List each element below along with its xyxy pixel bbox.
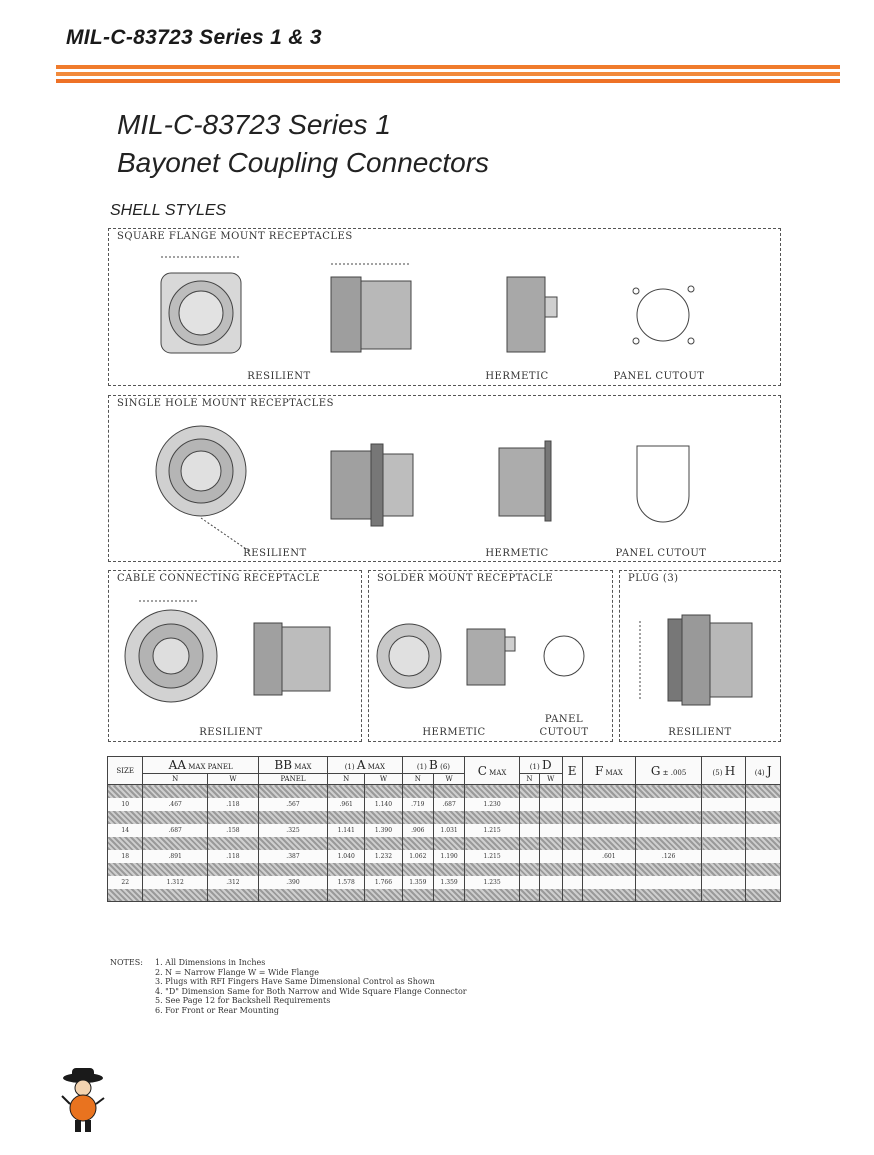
panel-single-hole: SINGLE HOLE MOUNT RECEPTACLES RESILIENT … [108, 395, 781, 562]
col-d: (1) D [518, 756, 563, 774]
col-g: G ± .005 [634, 756, 703, 785]
table-row-shaded [106, 888, 781, 902]
sub-w: W [432, 773, 466, 785]
panel-solder-mount: SOLDER MOUNT RECEPTACLE HERMETIC PANEL C… [368, 570, 613, 742]
caption-hermetic: HERMETIC [485, 548, 549, 559]
note-item: 4. "D" Dimension Same for Both Narrow an… [155, 986, 467, 996]
panel-cable-connecting: CABLE CONNECTING RECEPTACLE RESILIENT [108, 570, 362, 742]
col-b: (1) B (6) [401, 756, 466, 774]
caption-panel-cutout: PANEL CUTOUT [613, 371, 705, 382]
caption-resilient: RESILIENT [243, 548, 307, 559]
col-bb: BB MAX [257, 756, 329, 774]
running-title: MIL-C-83723 Series 1 & 3 [66, 26, 322, 49]
note-item: 3. Plugs with RFI Fingers Have Same Dime… [155, 977, 435, 986]
panel-plug: PLUG (3) RESILIENT [619, 570, 781, 742]
caption-hermetic: HERMETIC [485, 371, 549, 382]
note-item: 5. See Page 12 for Backshell Requirement… [155, 996, 331, 1005]
orange-header-stripes [56, 65, 840, 83]
panel-label: SOLDER MOUNT RECEPTACLE [377, 573, 554, 584]
sub-w: W [206, 773, 259, 785]
note-item: 6. For Front or Rear Mounting [155, 1005, 280, 1015]
panel-label: CABLE CONNECTING RECEPTACLE [117, 573, 321, 584]
section-heading: SHELL STYLES [110, 202, 227, 219]
col-a: (1) A MAX [327, 756, 403, 774]
panel-square-flange: SQUARE FLANGE MOUNT RECEPTACLES RESILIEN… [108, 228, 781, 386]
plug-drawings [639, 614, 753, 706]
caption-hermetic: HERMETIC [422, 727, 486, 738]
panel-label: PLUG (3) [628, 573, 679, 584]
col-f: F MAX [581, 756, 636, 785]
cable-connecting-drawings [124, 600, 331, 703]
panel-label: SQUARE FLANGE MOUNT RECEPTACLES [117, 231, 353, 242]
sub-w: W [538, 773, 563, 785]
note-item: 2. N = Narrow Flange W = Wide Flange [155, 967, 319, 977]
col-c: C MAX [464, 756, 520, 785]
sub-n: N [142, 773, 208, 785]
note-item: 1. All Dimensions in Inches [155, 958, 266, 967]
table-row-shaded [106, 810, 781, 824]
col-size: SIZE [106, 756, 144, 785]
sub-n: N [327, 773, 366, 785]
single-hole-drawings [155, 425, 690, 552]
dimension-table: SIZE AA MAX PANEL BB MAX (1) A MAX (1) B… [106, 756, 781, 902]
table-row-shaded [106, 862, 781, 876]
page-title: MIL-C-83723 Series 1 Bayonet Coupling Co… [117, 106, 489, 182]
sub-w: W [364, 773, 403, 785]
caption-resilient: RESILIENT [199, 727, 263, 738]
caption-panel-cutout: PANEL CUTOUT [615, 548, 707, 559]
caption-panel-label-1: PANEL [544, 714, 584, 725]
sub-n: N [401, 773, 434, 785]
col-aa: AA MAX PANEL [142, 756, 259, 774]
title-line-2: Bayonet Coupling Connectors [117, 147, 490, 178]
mascot-logo-icon [61, 1068, 105, 1132]
sub-bb-panel: PANEL [257, 773, 329, 785]
notes-list: 1. All Dimensions in Inches 2. N = Narro… [155, 958, 555, 1015]
caption-cutout-label-2: CUTOUT [539, 727, 589, 738]
solder-mount-drawings [376, 623, 585, 689]
table-row-shaded [106, 836, 781, 850]
table-row-shaded [106, 784, 781, 798]
title-line-1: MIL-C-83723 Series 1 [117, 109, 391, 140]
caption-resilient: RESILIENT [668, 727, 732, 738]
caption-resilient: RESILIENT [247, 371, 311, 382]
notes-label: NOTES: [110, 958, 143, 967]
square-flange-drawings [160, 256, 695, 354]
col-e: E [561, 756, 583, 785]
sub-n: N [518, 773, 540, 785]
col-j: (4) J [745, 756, 781, 785]
col-h: (5) H [701, 756, 747, 785]
panel-label: SINGLE HOLE MOUNT RECEPTACLES [117, 398, 334, 409]
